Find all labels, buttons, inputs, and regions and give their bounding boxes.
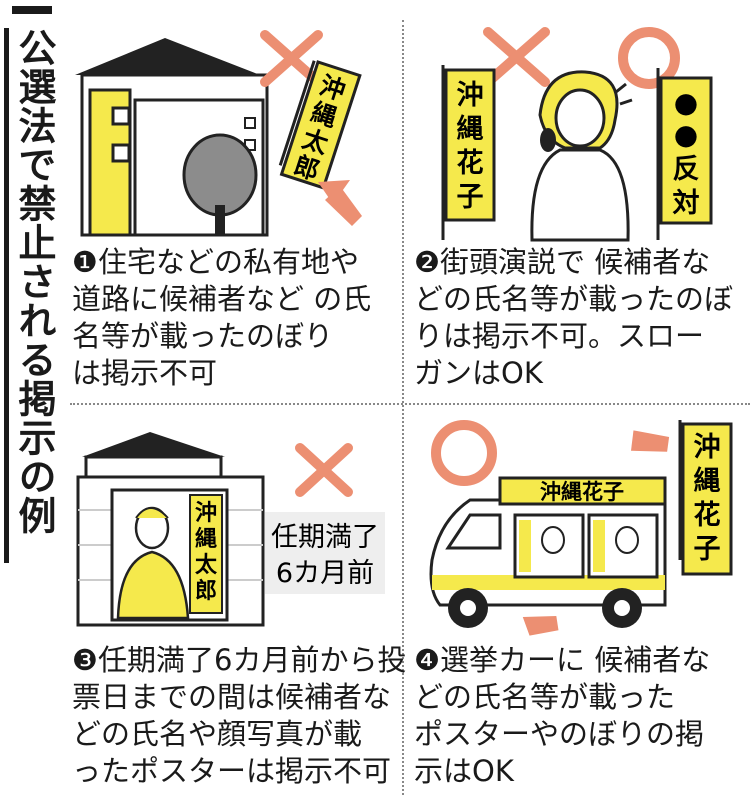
poster-char: 縄 — [195, 527, 217, 552]
banner-nobori — [659, 76, 713, 225]
caption-line: 任期満了6カ月前から投 — [98, 643, 407, 677]
horizontal-divider — [70, 403, 750, 405]
arrow-icon — [522, 616, 559, 636]
panel-3-illustration: 沖 縄 太 郎 任期満了 6カ月前 — [76, 432, 385, 627]
panel-4-caption: ❹選挙カーに 候補者な どの氏名等が載った ポスターやのぼりの掲 示はOK — [414, 642, 710, 790]
banner-char: 縄 — [694, 466, 721, 497]
house-window — [111, 106, 131, 126]
title-bar — [12, 6, 52, 14]
speaker-body — [530, 148, 630, 242]
microphone-icon — [540, 128, 556, 152]
caption-line: 票日までの間は候補者な — [72, 680, 392, 714]
x-mark — [260, 30, 323, 87]
house-roof — [75, 38, 260, 75]
banner-char: 花 — [457, 148, 484, 179]
banner-char: 反 — [673, 154, 700, 185]
poster-name-band — [189, 494, 223, 614]
car-sign-text: 沖縄花子 — [540, 480, 624, 504]
title-rule — [4, 28, 9, 563]
panel-1-illustration: 沖 縄 太 郎 — [75, 30, 362, 237]
banner-nobori — [444, 68, 496, 222]
caption-number: ❸ — [72, 643, 98, 677]
candidate-suit — [116, 550, 190, 620]
car-stripe — [432, 575, 665, 590]
caption-line: 街頭演説で 候補者な — [440, 245, 711, 279]
caption-line: どの氏名や顔写真が載 — [72, 717, 363, 751]
x-mark — [295, 443, 353, 497]
car-poster-band — [593, 520, 605, 572]
house-eave — [84, 455, 223, 479]
panel-2-caption: ❷街頭演説で 候補者な どの氏名等が載ったのぼ りは掲示不可。スロー ガンはOK — [414, 244, 733, 392]
poster-char: 沖 — [195, 501, 217, 526]
panel-3-caption: ❸任期満了6カ月前から投 票日までの間は候補者な どの氏名や顔写真が載 ったポス… — [72, 642, 406, 790]
house-roof — [82, 432, 225, 457]
banner-char: 沖 — [457, 80, 484, 111]
caption-line: 住宅などの私有地や — [98, 245, 360, 279]
title-block: 公選法で禁止される掲示の例 — [4, 6, 56, 566]
banner-char: 対 — [673, 188, 700, 219]
banner-char: ● — [674, 86, 698, 119]
house-window — [111, 143, 131, 163]
caption-line: 道路に候補者など の氏 — [72, 282, 372, 316]
caption-line: 示はOK — [414, 754, 514, 788]
caption-line: 選挙カーに 候補者な — [440, 643, 711, 677]
banner-char: 花 — [694, 500, 721, 531]
o-mark — [431, 420, 497, 486]
caption-line: は掲示不可 — [72, 356, 218, 390]
vertical-divider — [402, 20, 404, 795]
car-window — [445, 513, 502, 550]
caption-number: ❶ — [72, 245, 98, 279]
poster-char: 太 — [195, 553, 218, 578]
banner-char: 縄 — [457, 114, 484, 145]
banner-char: ● — [674, 118, 698, 151]
panel-4-illustration: 沖縄花子 沖 縄 花 子 — [429, 420, 733, 636]
voice-line — [615, 82, 627, 94]
panel-2-illustration: 沖 縄 花 子 ● ● 反 対 — [441, 27, 713, 242]
banner-char: 子 — [694, 534, 721, 565]
poster-char: 郎 — [195, 578, 217, 604]
panel-1-caption: ❶住宅などの私有地や 道路に候補者など の氏 名等が載ったのぼり は掲示不可 — [72, 244, 371, 392]
caption-line: どの氏名等が載った — [414, 680, 676, 714]
tree-trunk — [215, 205, 225, 235]
caption-line: ポスターやのぼりの掲 — [414, 717, 705, 751]
caption-line: どの氏名等が載ったのぼ — [414, 282, 734, 316]
arrow-icon — [630, 430, 670, 452]
banner-pole — [278, 60, 316, 166]
page-title: 公選法で禁止される掲示の例 — [12, 28, 56, 535]
caption-number: ❷ — [414, 245, 440, 279]
tree-foliage — [182, 133, 258, 217]
note-line: 任期満了 — [271, 522, 379, 553]
x-mark — [483, 27, 550, 87]
car-poster-band — [519, 520, 531, 572]
note-line: 6カ月前 — [276, 558, 374, 589]
caption-line: ったポスターは掲示不可 — [72, 754, 392, 788]
banner-char: 子 — [457, 182, 484, 213]
banner-nobori — [681, 422, 733, 576]
voice-line — [619, 98, 633, 106]
car-roof-sign — [498, 476, 667, 506]
speaker-face — [554, 88, 606, 148]
caption-line: りは掲示不可。スロー — [414, 319, 705, 353]
caption-line: 名等が載ったのぼり — [72, 319, 334, 353]
house-window — [244, 117, 256, 129]
note-box — [265, 512, 385, 594]
banner-nobori — [279, 60, 362, 190]
o-mark — [618, 27, 680, 89]
arrow-icon — [318, 180, 350, 204]
banner-char: 沖 — [694, 432, 721, 463]
caption-line: ガンはOK — [414, 356, 543, 390]
caption-number: ❹ — [414, 643, 440, 677]
